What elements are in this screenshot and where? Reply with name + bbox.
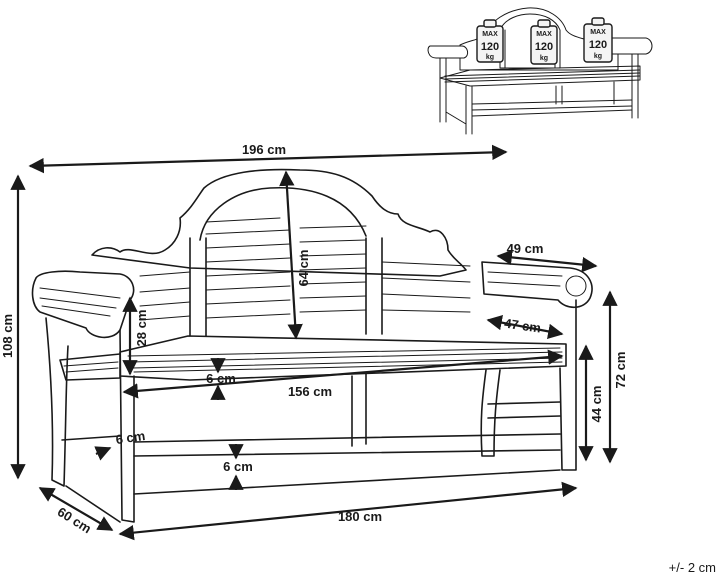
- dim-seat-height: 44 cm: [589, 386, 604, 423]
- dim-backrest-lower: 28 cm: [134, 310, 149, 347]
- badge-max: MAX: [482, 31, 498, 38]
- dim-armrest-length: 49 cm: [507, 241, 544, 256]
- badge-value: 120: [589, 39, 607, 51]
- dimension-lines: [10, 144, 618, 541]
- dim-backrest-height: 64 cm: [296, 250, 311, 287]
- preview-bench: [427, 7, 653, 135]
- badge-max: MAX: [590, 29, 606, 36]
- badge-value: 120: [481, 41, 499, 53]
- dim-stretcher-thickness: 6 cm: [223, 459, 253, 474]
- load-badge-3: MAX 120 kg: [583, 17, 613, 63]
- main-bench: [31, 168, 593, 523]
- badge-unit: kg: [540, 55, 548, 62]
- dim-overall-height: 108 cm: [0, 314, 15, 358]
- badge-max: MAX: [536, 31, 552, 38]
- dim-arm-height: 72 cm: [613, 352, 628, 389]
- dim-seat-slat-thickness: 6 cm: [206, 371, 236, 386]
- load-badge-2: MAX 120 kg: [530, 19, 558, 65]
- dim-seat-depth: 47 cm: [503, 316, 542, 336]
- dim-leg-thickness: 6 cm: [115, 428, 146, 447]
- dim-seat-width: 156 cm: [288, 384, 332, 399]
- badge-unit: kg: [486, 54, 494, 61]
- dim-base-width: 180 cm: [338, 509, 382, 524]
- tolerance-note: +/- 2 cm: [669, 560, 716, 575]
- badge-value: 120: [535, 41, 553, 53]
- load-badge-1: MAX 120 kg: [476, 19, 504, 63]
- dim-overall-width: 196 cm: [242, 142, 286, 157]
- badge-unit: kg: [594, 53, 602, 60]
